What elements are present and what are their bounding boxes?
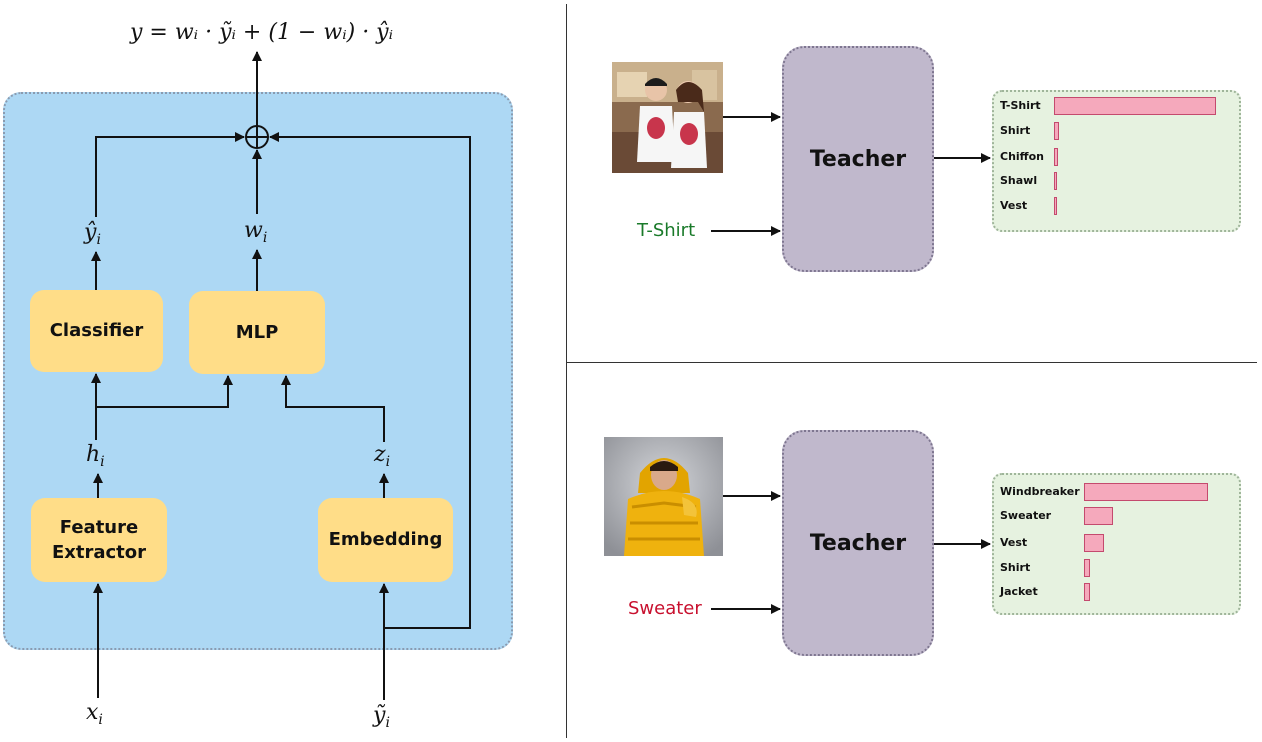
y-tilde-glyph: ỹ xyxy=(373,703,386,728)
w-glyph: w xyxy=(244,218,263,243)
prediction-label: T-Shirt xyxy=(1000,99,1041,112)
prediction-label: Jacket xyxy=(1000,585,1038,598)
prediction-bar xyxy=(1054,197,1057,215)
prediction-row: Shirt xyxy=(1000,122,1233,142)
prediction-label: Vest xyxy=(1000,536,1028,549)
h-glyph: h xyxy=(86,442,101,467)
teacher-label-1: Teacher xyxy=(809,146,907,172)
h-sub: i xyxy=(100,454,105,470)
mlp-label: MLP xyxy=(235,321,279,343)
prediction-row: Vest xyxy=(1000,534,1233,554)
prediction-label: Shawl xyxy=(1000,174,1038,187)
w-symbol: wi xyxy=(244,218,267,246)
tshirt-photo xyxy=(612,62,723,173)
classifier-label: Classifier xyxy=(49,320,144,342)
noisy-label-1-text: T-Shirt xyxy=(637,220,696,241)
prediction-row: T-Shirt xyxy=(1000,97,1233,117)
ytilde-to-oplus-arrow xyxy=(269,132,471,629)
x-symbol: xi xyxy=(86,700,103,728)
w-sub: i xyxy=(262,230,268,246)
prediction-label: Shirt xyxy=(1000,561,1031,574)
x-glyph: x xyxy=(86,700,99,725)
prediction-bar xyxy=(1054,97,1216,115)
prediction-bar xyxy=(1054,172,1057,190)
prediction-label: Vest xyxy=(1000,199,1028,212)
h-symbol: hi xyxy=(86,442,105,470)
teacher-box-1: Teacher xyxy=(782,46,934,272)
z-symbol: zi xyxy=(374,442,390,470)
y-hat-sub: i xyxy=(96,232,101,248)
classifier-box: Classifier xyxy=(30,290,163,372)
embedding-label: Embedding xyxy=(328,529,443,551)
horizontal-divider xyxy=(567,362,1257,363)
x-sub: i xyxy=(98,712,103,728)
noisy-label-1: T-Shirt xyxy=(637,220,695,241)
prediction-row: Vest xyxy=(1000,197,1233,217)
mlp-box: MLP xyxy=(189,291,325,374)
prediction-row: Chiffon xyxy=(1000,148,1233,168)
prediction-bar xyxy=(1084,559,1090,577)
embedding-box: Embedding xyxy=(318,498,453,582)
feature-extractor-box: Feature Extractor xyxy=(31,498,167,582)
prediction-row: Jacket xyxy=(1000,583,1233,603)
prediction-bar xyxy=(1084,507,1113,525)
teacher-box-2: Teacher xyxy=(782,430,934,656)
prediction-row: Shirt xyxy=(1000,559,1233,579)
sweater-photo xyxy=(604,437,723,556)
prediction-row: Sweater xyxy=(1000,507,1233,527)
prediction-label: Chiffon xyxy=(1000,150,1044,163)
prediction-bar xyxy=(1054,122,1059,140)
prediction-bar xyxy=(1084,483,1208,501)
sweater-photo-image xyxy=(604,437,723,556)
output-formula-text: y = wᵢ · ỹᵢ + (1 − wᵢ) · ŷᵢ xyxy=(130,20,394,45)
prediction-bar xyxy=(1084,583,1090,601)
y-tilde-sub: i xyxy=(385,715,390,731)
prediction-label: Shirt xyxy=(1000,124,1031,137)
yhat-to-oplus-arrow xyxy=(95,132,245,217)
y-tilde-symbol: ỹi xyxy=(373,703,390,731)
prediction-bar xyxy=(1054,148,1058,166)
y-hat-glyph: ŷ xyxy=(84,220,97,245)
noisy-label-2-text: Sweater xyxy=(628,598,702,619)
output-formula: y = wᵢ · ỹᵢ + (1 − wᵢ) · ŷᵢ xyxy=(130,20,393,45)
prediction-label: Sweater xyxy=(1000,509,1052,522)
model-arrows xyxy=(91,51,471,700)
h-to-mlp-arrow xyxy=(96,375,233,408)
noisy-label-2: Sweater xyxy=(628,598,702,619)
feature-extractor-label: Feature Extractor xyxy=(51,516,147,563)
vertical-divider xyxy=(566,4,567,738)
prediction-bar xyxy=(1084,534,1104,552)
prediction-row: Shawl xyxy=(1000,172,1233,192)
z-glyph: z xyxy=(374,442,386,467)
prediction-row: Windbreaker xyxy=(1000,483,1233,503)
tshirt-photo-image xyxy=(612,62,723,173)
z-to-mlp-arrow xyxy=(281,375,385,442)
teacher-label-2: Teacher xyxy=(809,530,907,556)
y-hat-symbol: ŷi xyxy=(84,220,101,248)
z-sub: i xyxy=(385,454,391,470)
prediction-label: Windbreaker xyxy=(1000,485,1080,498)
